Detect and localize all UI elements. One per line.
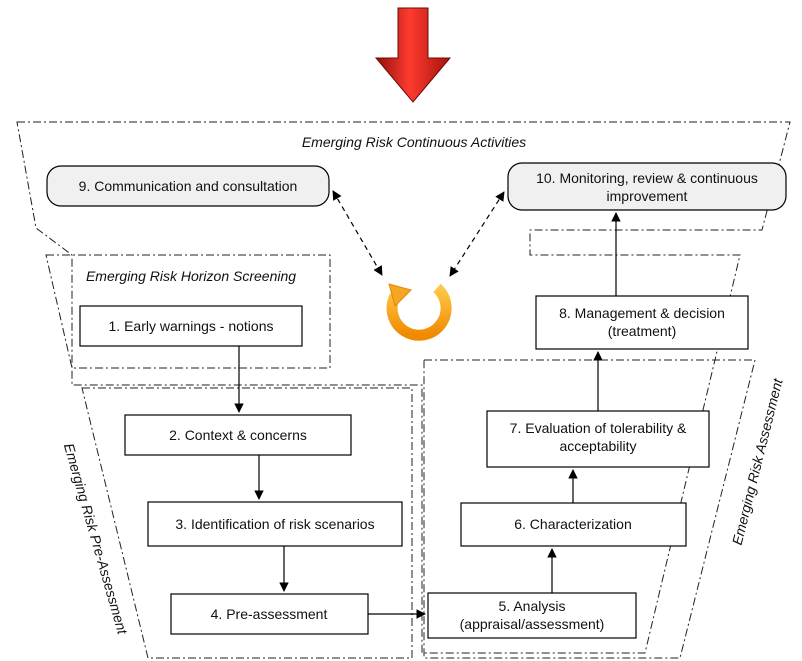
step-2-box [124,414,352,456]
step-8-label-line2: (treatment) [608,323,676,339]
step-10-box: 10. Monitoring, review & continuous impr… [507,162,787,211]
step-4-box [170,593,369,635]
dashed-arrow-9-to-cycle [332,190,383,276]
step-6-label: 6. Characterization [514,516,632,532]
step-8-label-line1: 8. Management & decision [559,305,725,321]
continuous-activities-label: Emerging Risk Continuous Activities [302,134,526,150]
step-5-label-line1: 5. Analysis [499,598,566,614]
assessment-region [423,359,756,659]
pre-assessment-label: Emerging Risk Pre-Assessment [61,441,131,636]
step-8-box [535,295,749,350]
step-7-label-line2: acceptability [559,438,636,454]
step-5-box [427,592,637,639]
step-3-label: 3. Identification of risk scenarios [175,516,374,532]
dashed-arrow-10-to-cycle [449,191,505,277]
step-7-box [486,410,710,468]
step-5-label-line2: (appraisal/assessment) [460,616,605,632]
continuous-activities-region [16,121,791,654]
step-2-label: 2. Context & concerns [169,427,307,443]
orange-refresh-cycle-icon [386,283,452,341]
step-9-label: 9. Communication and consultation [79,178,298,194]
step-1-box [79,305,303,347]
horizon-screening-region [45,254,331,369]
step-6-box [460,502,687,547]
step-3-box [147,501,403,547]
step-10-label-line1: 10. Monitoring, review & continuous [536,170,758,186]
step-9-box: 9. Communication and consultation [46,165,330,207]
step-7-label-line1: 7. Evaluation of tolerability & [510,420,687,436]
horizon-screening-label: Emerging Risk Horizon Screening [86,268,296,284]
red-down-arrow-icon [374,7,452,103]
pre-assessment-region [81,387,413,659]
step-10-label-line2: improvement [607,188,688,204]
step-4-label: 4. Pre-assessment [211,606,328,622]
assessment-label: Emerging Risk Assessment [729,376,786,547]
step-1-label: 1. Early warnings - notions [109,318,274,334]
